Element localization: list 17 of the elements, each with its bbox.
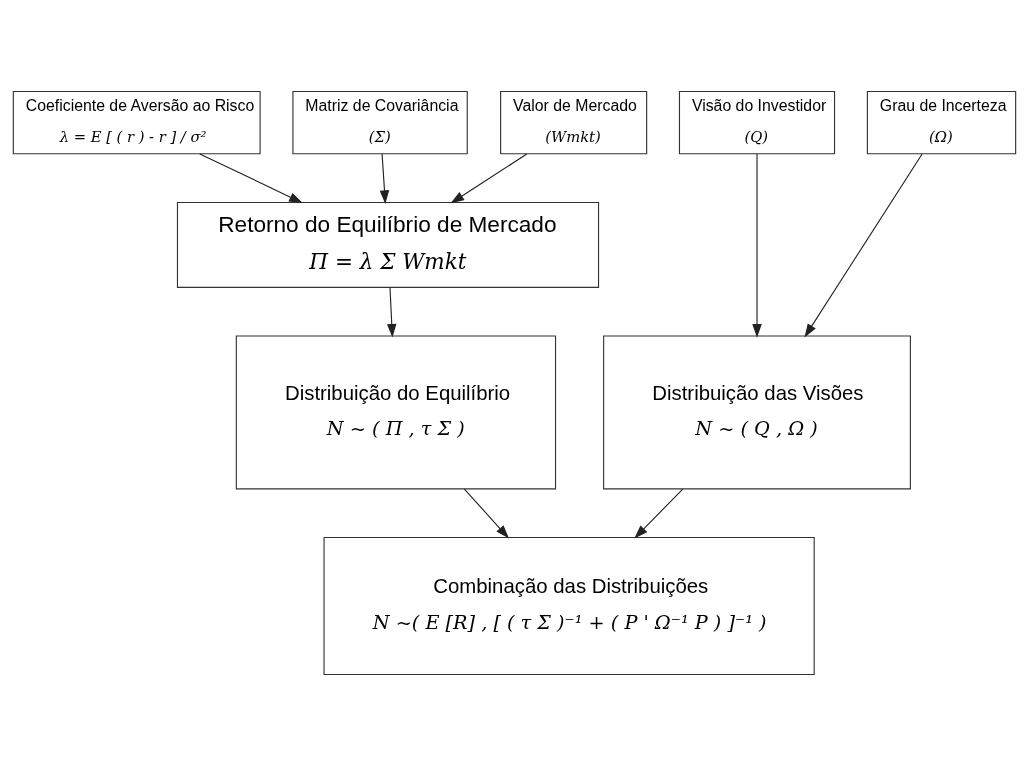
node-box: Retorno do Equilíbrio de Mercado Π = λ Σ Wmkt [176,201,600,288]
node-box: Distribuição do Equilíbrio N ~ ( Π , τ Σ ) [235,335,557,490]
arrow [463,488,510,539]
node-box: Combinação das Distribuições N ~( E [R] , [ ( τ Σ )⁻¹ + ( P ' Ω⁻¹ P ) ]⁻¹ ) [323,536,815,676]
node-box: Valor de Mercado (Wmkt) [500,90,648,155]
arrow [387,287,397,338]
node-box: Coeficiente de Aversão ao Risco λ = E [ ( r ) - r ] / σ² [12,90,261,155]
arrow [379,153,390,204]
node-box: Matriz de Covariância (Σ) [292,90,468,155]
arrow [634,488,684,539]
arrow [450,153,528,204]
node-box: Grau de Incerteza (Ω) [866,90,1017,155]
arrow [804,153,923,338]
node-box: Visão do Investidor (Q) [678,90,836,155]
arrow [199,153,303,204]
arrow [752,153,762,338]
node-box: Distribuição das Visões N ~ ( Q , Ω ) [603,335,911,490]
